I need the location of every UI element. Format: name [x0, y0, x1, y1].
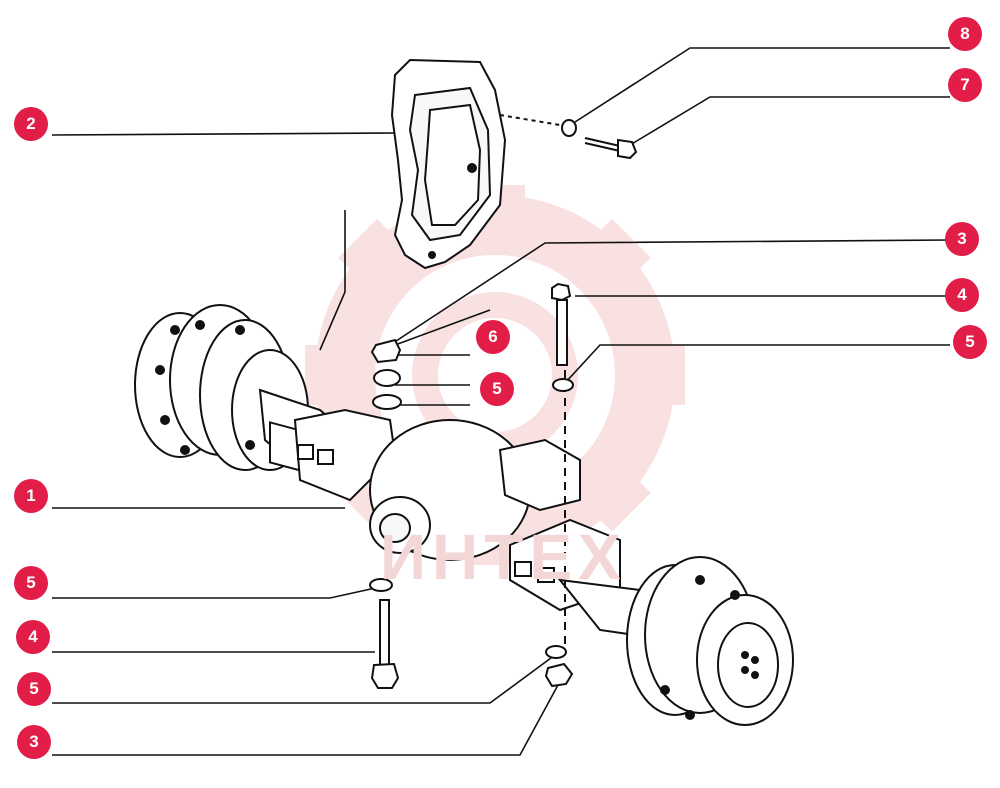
- callout-badge-3-bottom: 3: [17, 725, 51, 759]
- callout-badge-5-lower-left: 5: [14, 566, 48, 600]
- lower-left-washer: [369, 578, 393, 592]
- watermark-text: ИНТЕХ: [380, 521, 627, 593]
- callout-badge-5-bottom: 5: [17, 672, 51, 706]
- center-washer-6: [373, 369, 401, 387]
- lower-right-washer: [545, 645, 567, 659]
- callout-badge-6: 6: [476, 320, 510, 354]
- lower-left-bolt: [370, 599, 400, 689]
- leader-3-top: [389, 239, 951, 346]
- leader-lines: [51, 47, 951, 756]
- callout-badge-8: 8: [948, 17, 982, 51]
- top-right-washer: [552, 378, 574, 392]
- leader-5-top: [564, 344, 950, 384]
- caliper-bolt: [584, 137, 638, 160]
- leader-6b: [394, 309, 491, 346]
- brake-caliper: [390, 58, 561, 270]
- caliper-washer: [561, 119, 577, 137]
- callout-badge-5-right: 5: [953, 325, 987, 359]
- leader-3-bottom: [52, 684, 559, 756]
- leader-axle-up: [319, 210, 346, 351]
- leader-5-bottom: [52, 654, 556, 704]
- center-nut: [370, 338, 402, 364]
- callout-badge-1: 1: [14, 479, 48, 513]
- callout-badge-2: 2: [14, 107, 48, 141]
- leader-5-lower: [52, 586, 381, 599]
- leader-7: [629, 96, 950, 146]
- callout-badge-5-center: 5: [480, 372, 514, 406]
- leader-8: [574, 47, 950, 123]
- callout-badge-4-top: 4: [945, 278, 979, 312]
- lower-right-nut: [544, 662, 574, 688]
- callout-badge-3-top: 3: [945, 222, 979, 256]
- callout-badge-4-lower-left: 4: [16, 620, 50, 654]
- callout-badge-7: 7: [948, 68, 982, 102]
- leader-2: [51, 132, 401, 136]
- axle-housing: [134, 300, 794, 726]
- center-washer-5: [372, 394, 402, 410]
- top-right-bolt: [551, 282, 572, 366]
